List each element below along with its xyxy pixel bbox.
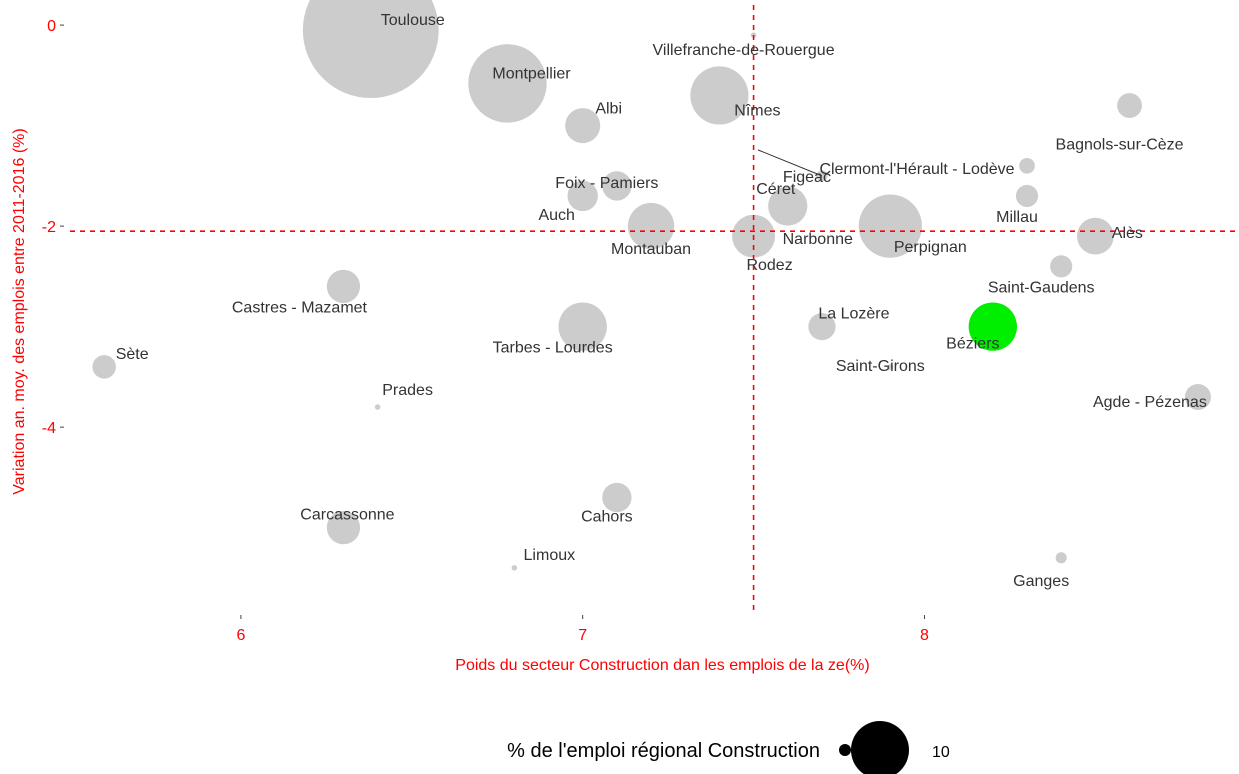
x-axis-title: Poids du secteur Construction dan les em…: [455, 657, 869, 674]
label-clermont-l-herault-lodeve: Clermont-l'Hérault - Lodève: [819, 161, 1014, 178]
label-bagnols-sur-ceze: Bagnols-sur-Cèze: [1056, 137, 1184, 154]
point-montpellier: [468, 44, 547, 123]
label-sete: Sète: [116, 346, 149, 363]
point-castres-mazamet: [326, 269, 361, 304]
label-montpellier: Montpellier: [492, 65, 571, 82]
label-prades: Prades: [382, 382, 433, 399]
point-cahors: [602, 482, 632, 513]
label-narbonne: Narbonne: [783, 231, 853, 248]
label-agde-pezenas: Agde - Pézenas: [1093, 394, 1207, 411]
label-castres-mazamet: Castres - Mazamet: [232, 299, 368, 316]
label-beziers: Béziers: [946, 336, 999, 353]
label-ganges: Ganges: [1013, 573, 1069, 590]
points-layer: [92, 0, 1211, 571]
point-foix-pamiers: [602, 171, 632, 201]
point-carcassonne: [326, 511, 361, 545]
label-foix-pamiers: Foix - Pamiers: [555, 175, 658, 192]
label-toulouse: Toulouse: [381, 12, 445, 29]
label-carcassonne: Carcassonne: [300, 507, 394, 524]
label-la-lozere: La Lozère: [818, 306, 889, 323]
label-montauban: Montauban: [611, 241, 691, 258]
legend-symbol-small: [839, 744, 851, 756]
label-cahors: Cahors: [581, 508, 633, 525]
y-tick-label: -4: [42, 420, 56, 437]
point-beziers: [968, 302, 1018, 351]
point-tarbes-lourdes: [558, 302, 607, 351]
point-nimes: [690, 66, 749, 125]
label-nimes: Nîmes: [734, 102, 780, 119]
point-la-lozere: [808, 313, 836, 341]
label-rodez: Rodez: [746, 257, 792, 274]
point-ales: [1076, 217, 1114, 255]
point-saint-girons: [887, 364, 894, 370]
point-montauban: [627, 202, 675, 250]
x-tick-label: 7: [578, 627, 587, 644]
y-axis-title: Variation an. moy. des emplois entre 201…: [11, 128, 28, 494]
point-albi: [565, 108, 601, 144]
label-perpignan: Perpignan: [894, 239, 967, 256]
label-albi: Albi: [595, 101, 622, 118]
reference-lines: [70, 5, 1237, 614]
label-figeac: Figeac: [783, 169, 831, 186]
y-tick-label: 0: [47, 18, 56, 35]
legend-symbol-large: [851, 721, 909, 774]
legend-title: % de l'emploi régional Construction: [507, 740, 820, 762]
label-villefranche-de-rouergue: Villefranche-de-Rouergue: [653, 42, 835, 59]
y-tick-label: -2: [42, 219, 56, 236]
label-millau: Millau: [996, 209, 1038, 226]
point-narbonne: [768, 186, 808, 226]
point-toulouse: [302, 0, 439, 99]
point-saint-gaudens: [1050, 255, 1073, 278]
label-ceret: Céret: [756, 181, 796, 198]
legend-label-large: 10: [932, 744, 950, 761]
point-perpignan: [858, 194, 922, 258]
label-limoux: Limoux: [524, 547, 576, 564]
label-saint-gaudens: Saint-Gaudens: [988, 279, 1095, 296]
point-bagnols-sur-ceze: [1117, 93, 1142, 118]
x-tick-label: 6: [236, 627, 245, 644]
point-auch: [567, 180, 598, 212]
point-sete: [92, 355, 116, 379]
point-millau: [1015, 184, 1039, 208]
legend: % de l'emploi régional Construction110: [507, 721, 950, 774]
point-ceret: [778, 186, 798, 206]
label-saint-girons: Saint-Girons: [836, 358, 925, 375]
x-tick-label: 8: [920, 627, 929, 644]
point-ganges: [1055, 552, 1067, 564]
point-clermont-l-herault-lodeve: [1019, 157, 1035, 174]
point-agde-pezenas: [1184, 383, 1211, 410]
label-ales: Alès: [1112, 225, 1143, 242]
point-limoux: [511, 565, 518, 571]
label-auch: Auch: [538, 207, 574, 224]
figeac-leader-line: [757, 149, 823, 177]
label-tarbes-lourdes: Tarbes - Lourdes: [493, 340, 613, 357]
point-prades: [374, 404, 381, 410]
